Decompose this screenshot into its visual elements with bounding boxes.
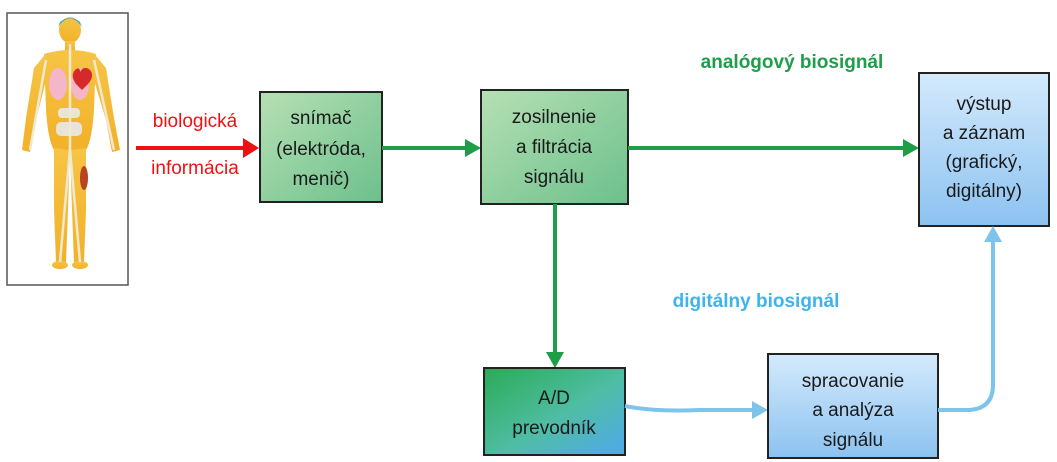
- arrow-amplifier-to-output: [628, 139, 919, 157]
- amplifier-box: zosilnenie a filtrácia signálu: [480, 89, 629, 205]
- output-box-line1: výstup: [957, 94, 1012, 115]
- sensor-box-line1: snímač: [290, 108, 351, 129]
- input-arrow: [136, 138, 259, 158]
- adc-box: A/D prevodník: [483, 367, 626, 456]
- adc-box-line2: prevodník: [512, 418, 596, 439]
- processing-box-line1: spracovanie: [802, 371, 904, 392]
- arrow-adc-to-processing: [624, 401, 768, 419]
- output-box-line4: digitálny): [946, 181, 1022, 202]
- processing-box-line2: a analýza: [812, 400, 894, 421]
- processing-box: spracovanie a analýza signálu: [767, 353, 939, 459]
- adc-box-line1: A/D: [538, 388, 570, 409]
- amplifier-box-line3: signálu: [524, 167, 584, 188]
- sensor-box: snímač (elektróda, menič): [259, 91, 383, 203]
- output-box-line3: (grafický,: [945, 152, 1022, 173]
- input-label-line1: biologická: [153, 111, 238, 132]
- human-figure: [6, 12, 129, 286]
- output-box: výstup a záznam (grafický, digitálny): [918, 72, 1050, 227]
- arrow-processing-to-output: [938, 226, 1002, 412]
- processing-box-line3: signálu: [823, 430, 883, 451]
- digital-signal-label: digitálny biosignál: [673, 291, 840, 312]
- output-box-line2: a záznam: [943, 123, 1025, 144]
- amplifier-box-line1: zosilnenie: [512, 107, 597, 128]
- analog-signal-label: analógový biosignál: [701, 52, 884, 73]
- input-label-line2: informácia: [151, 158, 239, 179]
- sensor-box-line2: (elektróda,: [276, 139, 366, 160]
- sensor-box-line3: menič): [292, 169, 349, 190]
- amplifier-box-line2: a filtrácia: [516, 137, 592, 158]
- arrow-sensor-to-amplifier: [382, 139, 481, 157]
- human-body-icon: [22, 17, 120, 269]
- arrow-amplifier-to-adc: [546, 204, 564, 368]
